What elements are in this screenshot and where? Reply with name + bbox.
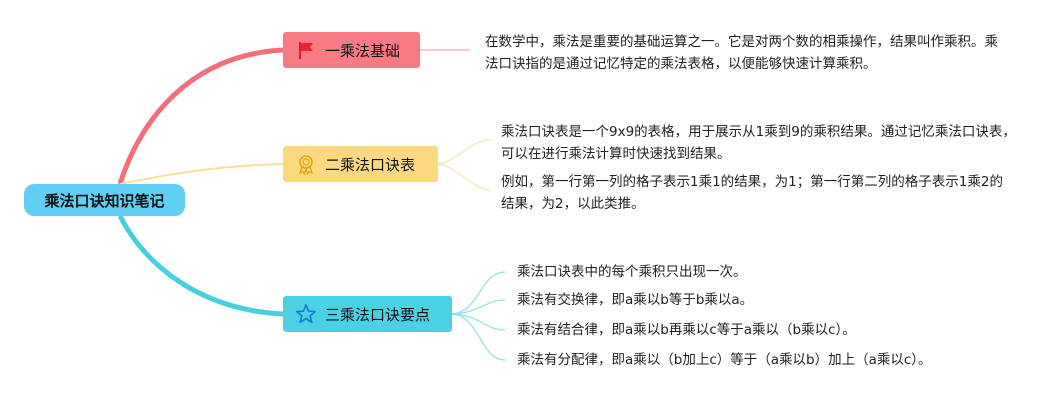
branch-2-leaf-1: 乘法口诀表是一个9x9的表格，用于展示从1乘到9的乘积结果。通过记忆乘法口诀表，… xyxy=(501,124,1016,162)
branch-node-3[interactable]: 三乘法口诀要点 xyxy=(283,296,452,332)
branch-1-leaf-1: 在数学中，乘法是重要的基础运算之一。它是对两个数的相乘操作，结果叫作乘积。乘法口… xyxy=(485,34,998,72)
edge-branch-3-leaf-3 xyxy=(451,313,506,331)
edge-branch-2-leaf-1 xyxy=(437,139,491,165)
edge-root-to-branch-1 xyxy=(117,47,284,185)
star-icon xyxy=(295,303,317,325)
edge-branch-3-leaf-4 xyxy=(451,313,506,361)
medal-icon xyxy=(295,153,317,175)
branch-3-leaf-1: 乘法口诀表中的每个乘积只出现一次。 xyxy=(517,264,747,280)
branch-2-leaf-2: 例如，第一行第一列的格子表示1乘1的结果，为1；第一行第二列的格子表示1乘2的结… xyxy=(501,174,1003,212)
branch-3-label: 三乘法口诀要点 xyxy=(325,305,431,324)
branch-3-leaf-3: 乘法有结合律，即a乘以b再乘以c等于a乘以（b乘以c）。 xyxy=(517,322,856,338)
edge-root-to-branch-3 xyxy=(117,214,284,317)
root-label: 乘法口诀知识笔记 xyxy=(44,191,165,210)
edge-branch-3-leaf-2 xyxy=(451,299,506,315)
branch-node-1[interactable]: 一乘法基础 xyxy=(283,32,420,68)
branch-2-label: 二乘法口诀表 xyxy=(325,155,416,174)
branch-3-leaf-4: 乘法有分配律，即a乘以（b加上c）等于（a乘以b）加上（a乘以c）。 xyxy=(517,352,932,368)
flag-icon xyxy=(295,39,317,61)
edge-root-to-branch-2 xyxy=(119,163,284,185)
root-node[interactable]: 乘法口诀知识笔记 xyxy=(24,184,185,216)
edge-branch-3-leaf-1 xyxy=(451,271,506,315)
branch-3-leaf-2: 乘法有交换律，即a乘以b等于b乘以a。 xyxy=(517,292,754,308)
branch-1-label: 一乘法基础 xyxy=(325,41,401,60)
edge-branch-2-leaf-2 xyxy=(437,163,491,191)
branch-node-2[interactable]: 二乘法口诀表 xyxy=(283,146,438,182)
